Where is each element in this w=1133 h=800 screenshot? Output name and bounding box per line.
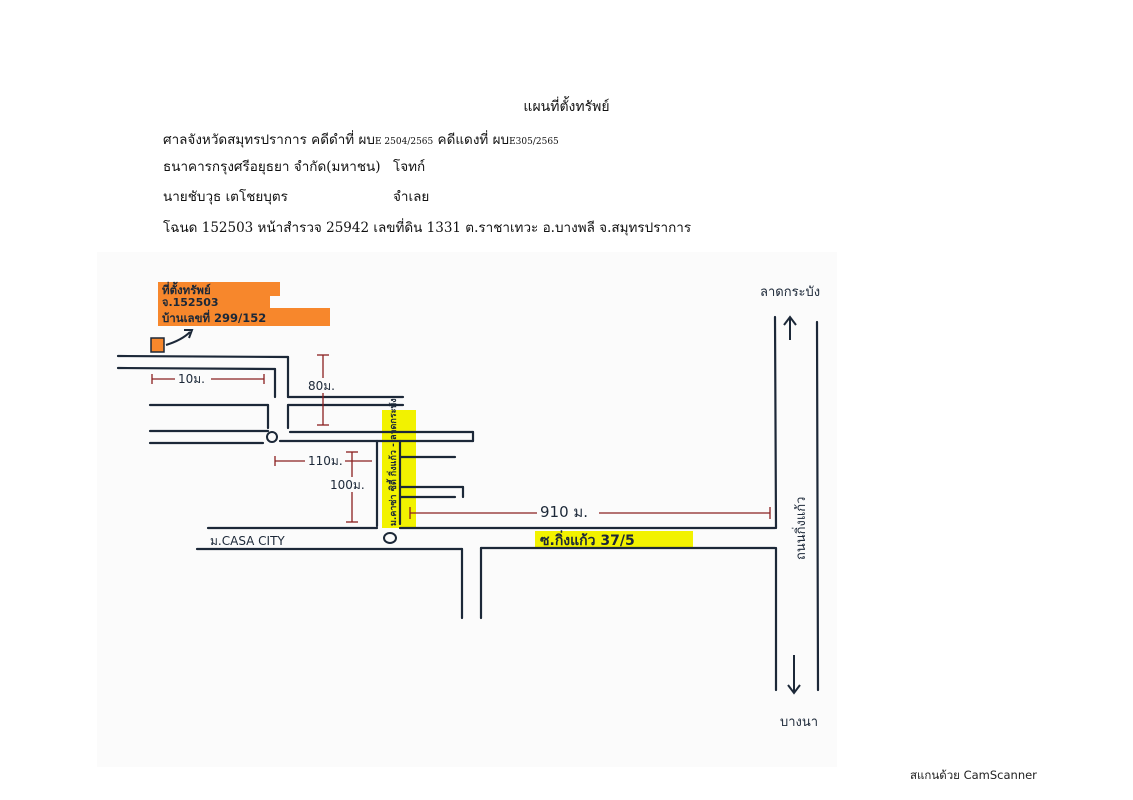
distance-10m: 10ม. [178,372,205,386]
black-case-number: E 2504/2565 [374,137,434,147]
plaintiff-role: โจทก์ [393,159,426,175]
distance-910m: 910 ม. [540,503,588,521]
south-arrow [787,655,801,695]
property-label-line3: บ้านเลขที่ 299/152 [162,309,266,325]
pointer-arrowhead [184,329,194,339]
main-road-label: ถนนกิ่งแก้ว [792,497,809,560]
defendant-role: จำเลย [393,189,430,205]
property-label-line1: ที่ตั้งทรัพย์ [162,281,211,297]
property-label-highlight-3 [158,308,330,326]
village-label: ม.CASA CITY [210,534,285,548]
plaintiff-name: ธนาคารกรุงศรีอยุธยา จำกัด(มหาชน) [163,159,381,175]
property-label-highlight-2 [158,296,270,308]
court-prefix: ศาลจังหวัดสมุทรปราการ คดีดำที่ ผบ [163,132,375,148]
distance-80m: 80ม. [308,379,335,393]
map-title: แผนที่ตั้งทรัพย์ [523,99,610,115]
north-arrow [783,315,797,340]
pointer-arrow [165,331,191,346]
court-line: ศาลจังหวัดสมุทรปราการ คดีดำที่ ผบE 2504/… [163,128,559,150]
court-mid: คดีแดงที่ ผบ [433,132,510,148]
soi-label: ซ.กิ่งแก้ว 37/5 [540,530,635,549]
south-destination: บางนา [780,715,818,730]
property-marker [150,337,165,353]
village-gate-marker [383,532,397,544]
soi-label-highlight [535,531,693,549]
road-network [116,315,820,692]
property-label-highlight-1 [158,282,280,296]
roundabout [266,431,278,443]
defendant-name: นายชับวุธ เตโชยบุตร [163,189,288,205]
red-case-number: E305/2565 [509,137,559,147]
distance-110m: 110ม. [308,454,343,468]
scanned-sheet [97,252,837,767]
property-label-line2: จ.152503 [162,296,219,309]
scanner-watermark: สแกนด้วย CamScanner [910,768,1037,782]
distance-100m: 100ม. [330,478,365,492]
deed-line: โฉนด 152503 หน้าสำรวจ 25942 เลขที่ดิน 13… [163,220,692,236]
vertical-soi-label: ม.คาซ่า ซิตี้ กิ่งแก้ว - ลาดกระบัง [386,398,399,526]
north-destination: ลาดกระบัง [760,285,820,300]
dimension-lines [151,354,771,523]
